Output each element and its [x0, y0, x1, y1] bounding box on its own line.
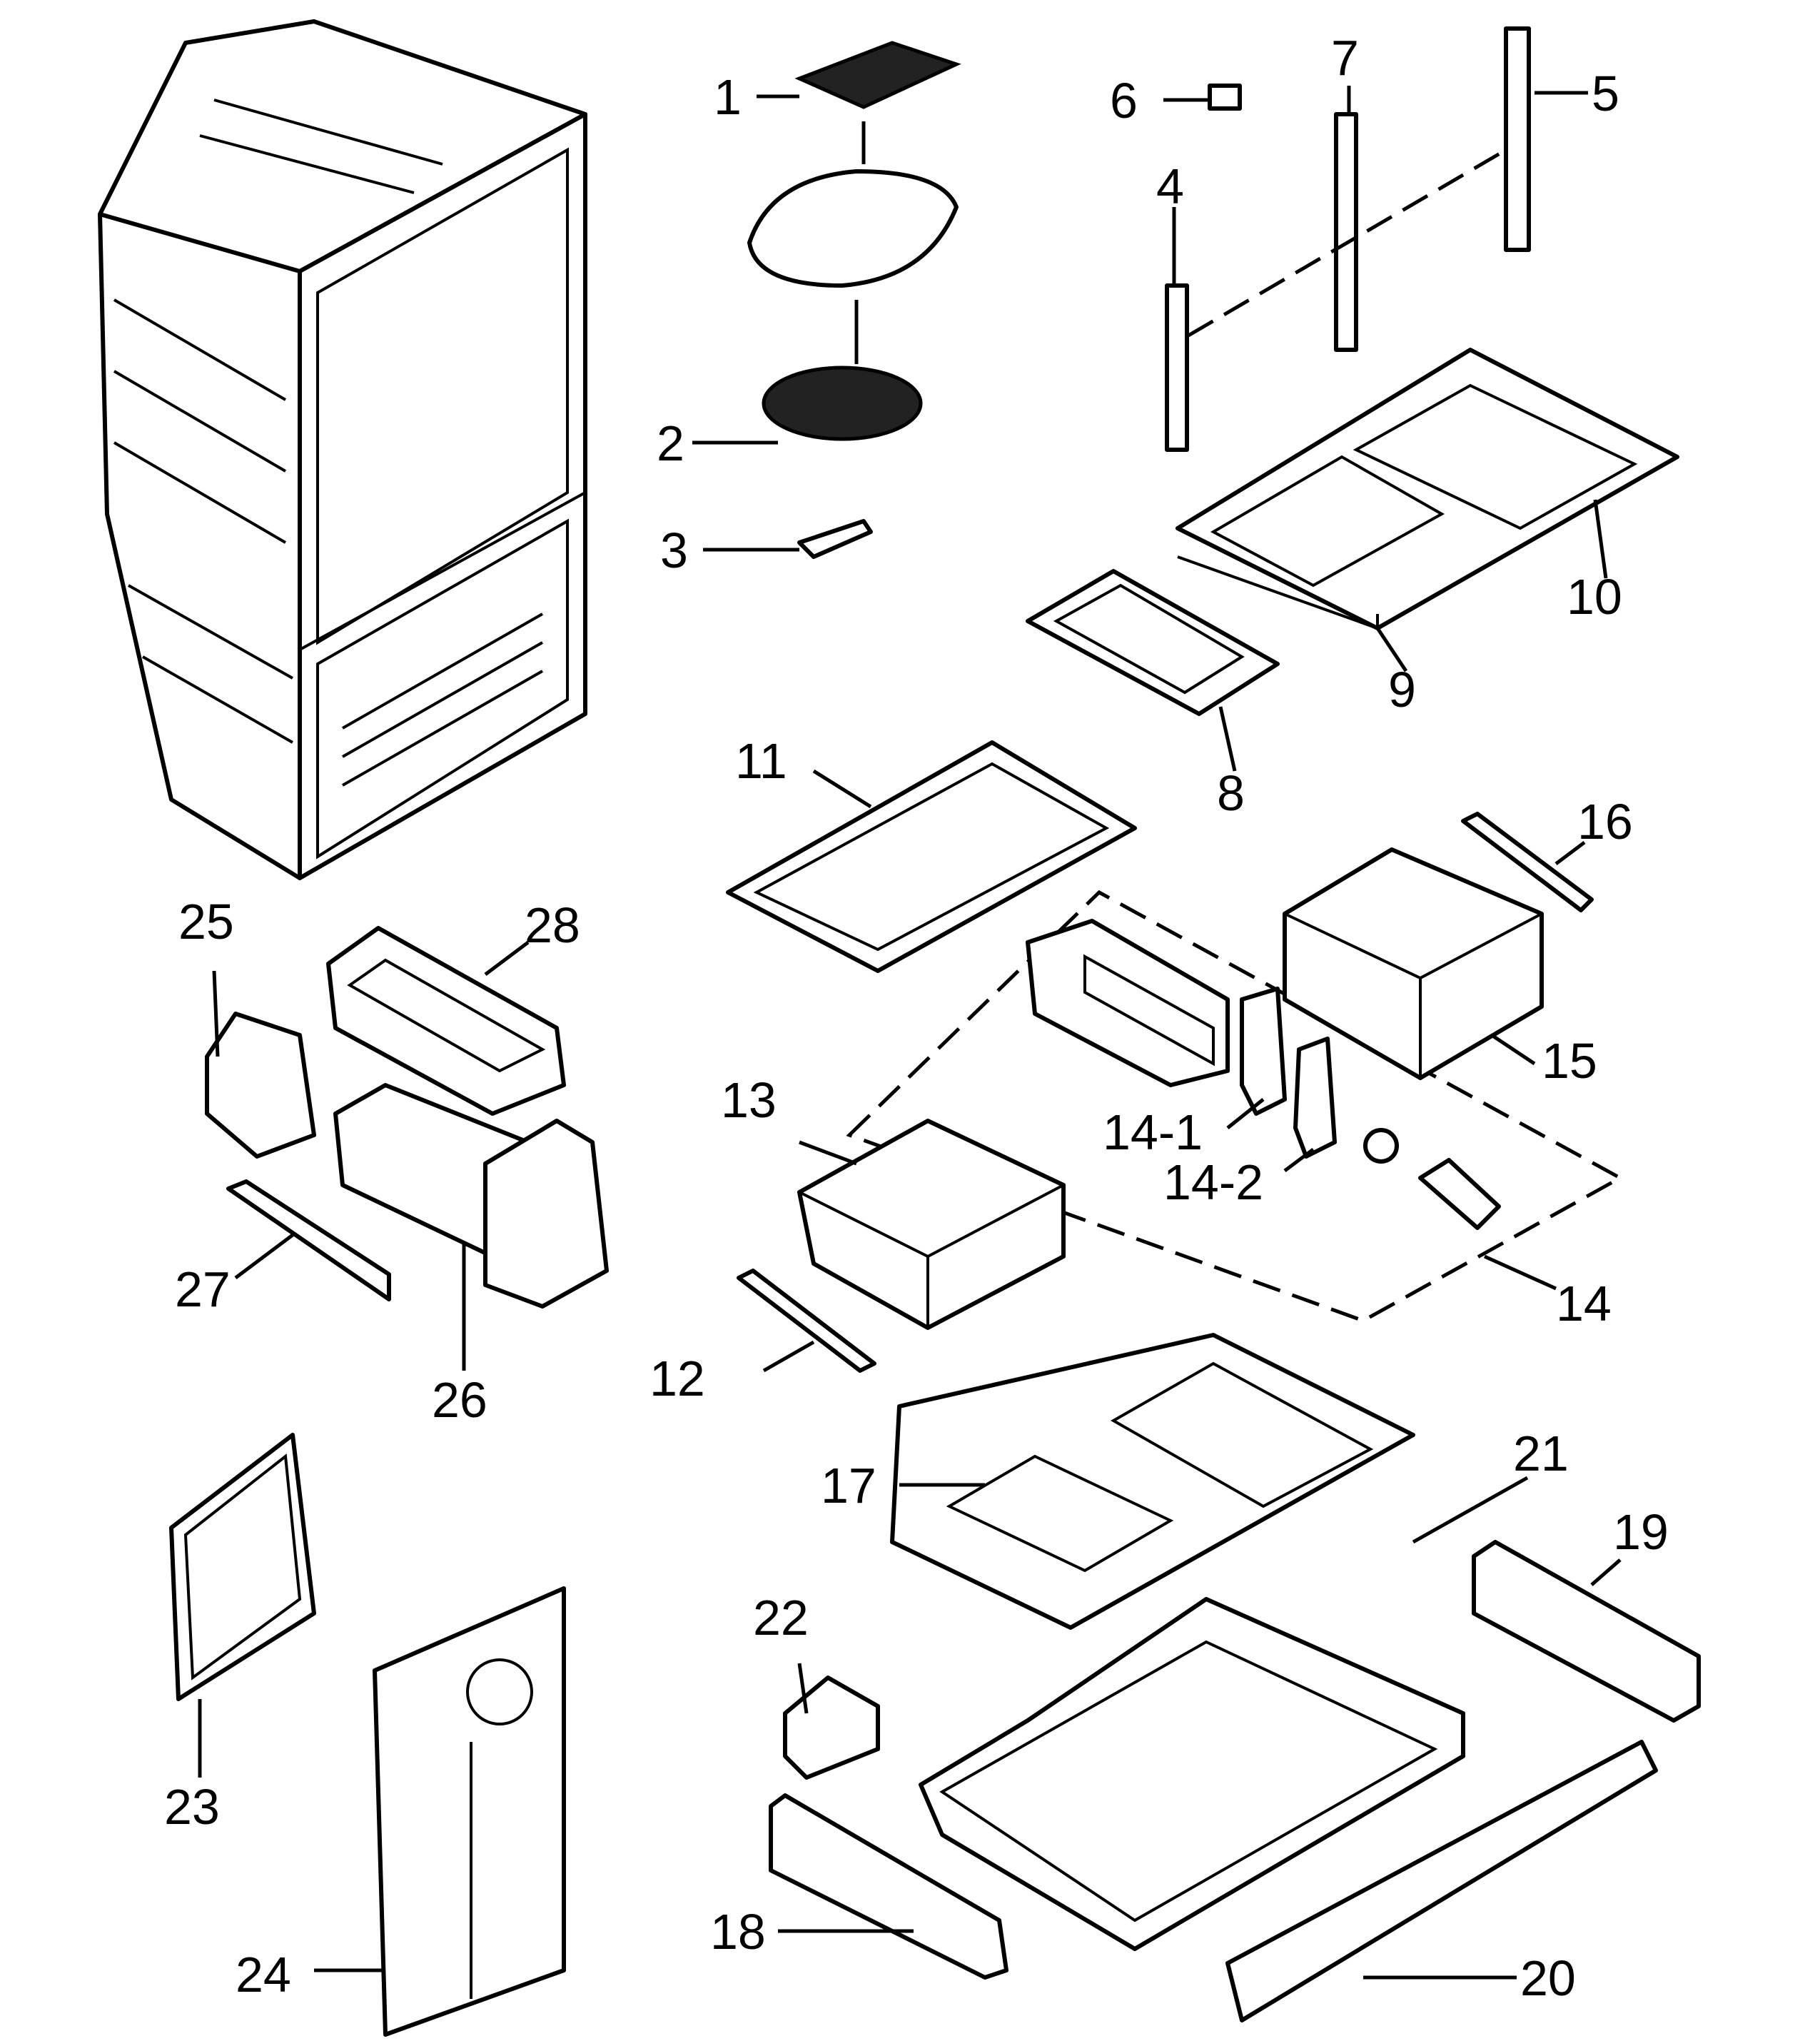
label-27: 27 [175, 1261, 231, 1317]
part-10-shelf [1176, 348, 1679, 630]
part-16-rail [1461, 812, 1594, 912]
part-21-bin [919, 1597, 1465, 1951]
label-2: 2 [657, 415, 684, 471]
part-15-drawer [1283, 847, 1544, 1080]
part-27-bracket [226, 1179, 391, 1301]
part-23-evaporator [169, 1433, 316, 1701]
part-14-1-cap [1240, 987, 1287, 1116]
label-17: 17 [821, 1458, 876, 1513]
label-14: 14 [1556, 1276, 1612, 1331]
label-14-2: 14-2 [1163, 1154, 1263, 1210]
label-15: 15 [1542, 1033, 1597, 1089]
label-6: 6 [1110, 73, 1138, 128]
label-28: 28 [525, 897, 580, 953]
label-25: 25 [178, 894, 234, 949]
part-19-rail [1472, 1540, 1701, 1723]
part-20-trim [1225, 1740, 1658, 2022]
label-8: 8 [1217, 765, 1245, 821]
part-1-label-sheet [794, 41, 961, 109]
part-26-ice-bucket [333, 1083, 609, 1309]
label-5: 5 [1592, 66, 1619, 121]
part-4-rail [1165, 283, 1189, 452]
label-1: 1 [714, 69, 742, 125]
part-2-cover-frame [747, 169, 959, 441]
label-11: 11 [735, 733, 787, 789]
cabinet [98, 19, 587, 880]
part-labels: 1 2 3 4 5 6 7 8 9 10 11 12 13 14 14-1 14… [164, 30, 1669, 2006]
part-3-bracket [797, 519, 873, 559]
label-12: 12 [649, 1351, 705, 1406]
label-20: 20 [1520, 1950, 1576, 2006]
part-7-rail [1334, 112, 1358, 352]
label-22: 22 [753, 1590, 809, 1646]
label-14-1: 14-1 [1103, 1104, 1203, 1160]
label-16: 16 [1577, 794, 1633, 850]
part-25-motor [205, 1012, 316, 1159]
part-22-motor [783, 1675, 880, 1780]
part-11-shelf [726, 740, 1137, 973]
label-19: 19 [1613, 1504, 1669, 1560]
label-9: 9 [1388, 662, 1416, 717]
part-8-shelf [1026, 569, 1280, 716]
part-14-2-cap [1293, 1037, 1337, 1159]
part-14-housing [1026, 919, 1230, 1087]
part-14-filter [1363, 1128, 1501, 1230]
part-17-cover-plate [890, 1333, 1415, 1630]
label-13: 13 [721, 1072, 777, 1128]
label-3: 3 [660, 523, 688, 578]
label-23: 23 [164, 1779, 220, 1835]
part-18-rail [769, 1793, 1008, 1980]
label-18: 18 [710, 1904, 766, 1960]
part-6-clip [1208, 84, 1242, 111]
label-21: 21 [1513, 1426, 1569, 1481]
label-7: 7 [1331, 30, 1359, 86]
part-5-rail [1504, 26, 1531, 252]
part-12-rail [737, 1269, 876, 1373]
label-10: 10 [1567, 569, 1622, 625]
label-4: 4 [1156, 158, 1184, 214]
label-24: 24 [236, 1947, 291, 2002]
part-13-drawer [797, 1119, 1066, 1330]
label-26: 26 [432, 1372, 487, 1428]
part-24-cover [373, 1586, 566, 2037]
part-28-icemaker [326, 926, 566, 1116]
